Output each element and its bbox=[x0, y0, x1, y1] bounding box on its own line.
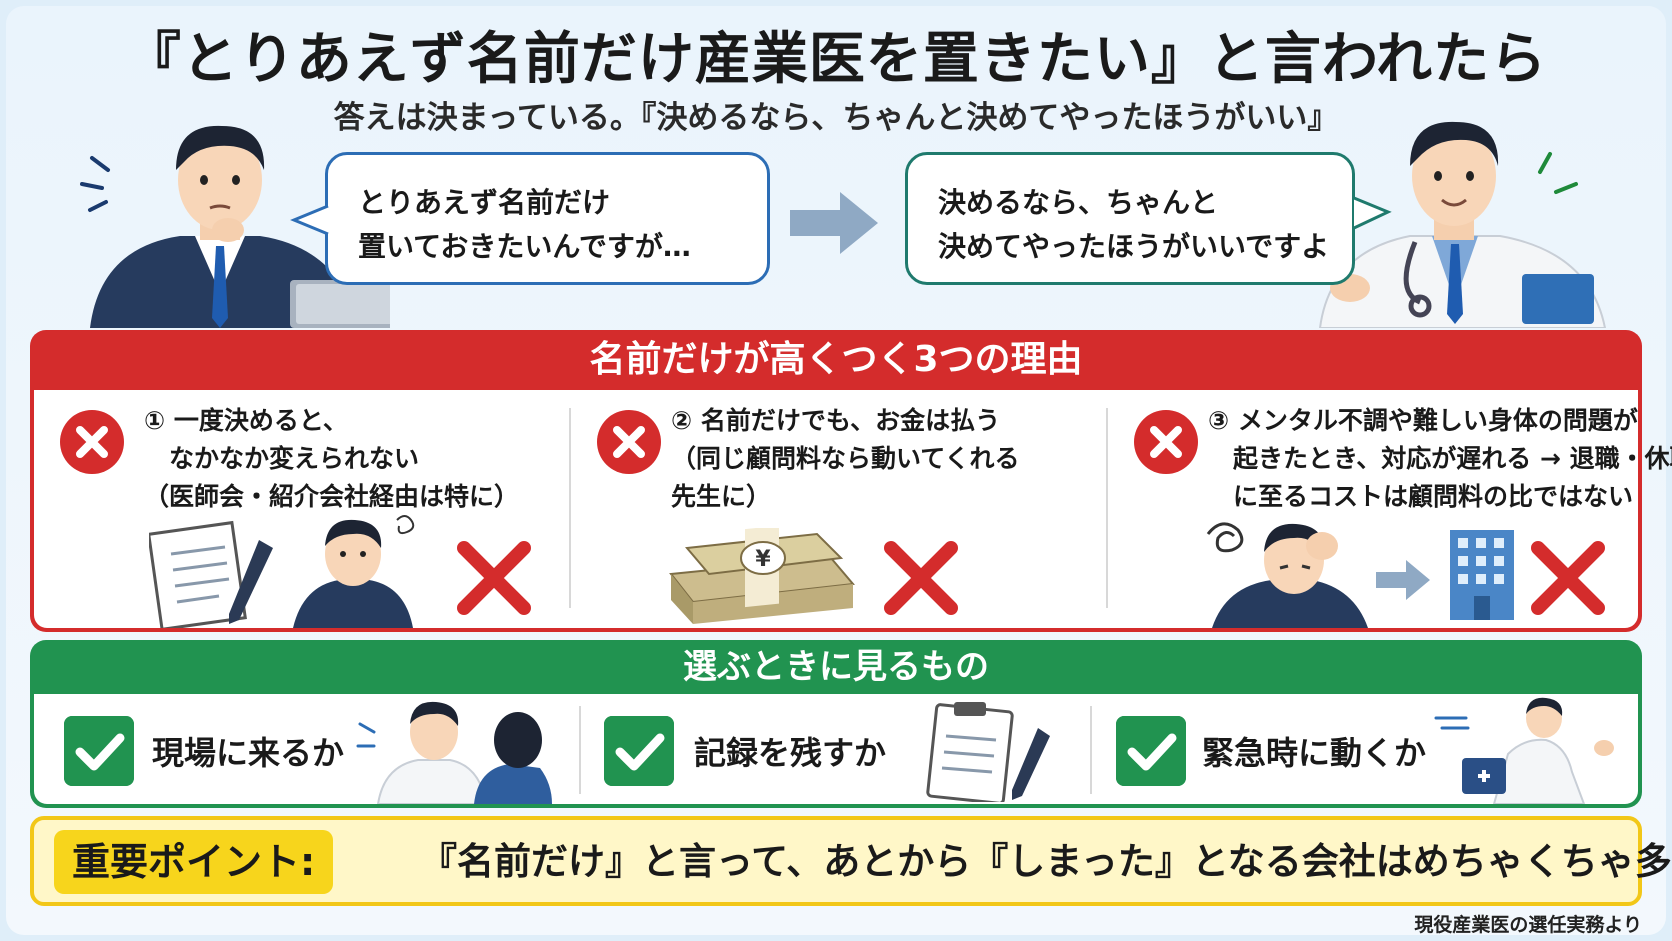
reason-line: なかなか変えられない bbox=[144, 444, 420, 473]
divider bbox=[579, 706, 581, 794]
reason-item-1: ① 一度決めると、 なかなか変えられない （医師会・紹介会社経由は特に） bbox=[34, 390, 569, 628]
divider bbox=[569, 408, 571, 608]
doctor-illustration bbox=[1318, 121, 1607, 328]
key-point-label: 重要ポイント: bbox=[54, 830, 334, 894]
building-icon bbox=[1450, 530, 1514, 620]
reasons-body: ① 一度決めると、 なかなか変えられない （医師会・紹介会社経由は特に） bbox=[34, 390, 1672, 628]
speech-bubble-client: とりあえず名前だけ 置いておきたいんですが… bbox=[325, 152, 770, 285]
document-pen-icon bbox=[149, 520, 273, 628]
x-circle-icon bbox=[597, 410, 661, 474]
key-point-message: 『名前だけ』と言って、あとから『しまった』となる会社はめちゃくちゃ多い bbox=[420, 840, 1672, 883]
criteria-label: 記録を残すか bbox=[694, 734, 887, 772]
reason-line: に至るコストは顧問料の比ではない bbox=[1208, 482, 1634, 511]
checkmark-icon bbox=[604, 716, 674, 786]
arrow-right-icon bbox=[1376, 560, 1430, 600]
reasons-heading: 名前だけが高くつく3つの理由 bbox=[589, 339, 1083, 380]
reason-item-2: ② 名前だけでも、お金は払う （同じ顧問料なら動いてくれる 先生に） ¥ bbox=[571, 390, 1106, 628]
checkmark-icon bbox=[64, 716, 134, 786]
red-x-icon bbox=[884, 541, 958, 615]
source-note: 現役産業医の選任実務より bbox=[1414, 914, 1642, 936]
money-stack-icon: ¥ bbox=[669, 528, 855, 624]
businessman-illustration bbox=[80, 125, 390, 328]
criteria-label: 現場に来るか bbox=[152, 734, 345, 772]
reason-line: ① 一度決めると、 bbox=[144, 406, 348, 435]
page-subtitle: 答えは決まっている。『決めるなら、ちゃんと決めてやったほうがいい』 bbox=[333, 100, 1339, 136]
arrow-right-icon bbox=[790, 192, 878, 254]
divider bbox=[1090, 706, 1092, 794]
speech-line: 置いておきたいんですが… bbox=[358, 230, 691, 263]
worried-man-icon bbox=[293, 515, 415, 628]
speech-line: 決めてやったほうがいいですよ bbox=[938, 230, 1330, 263]
key-point-banner: 重要ポイント: 『名前だけ』と言って、あとから『しまった』となる会社はめちゃくち… bbox=[30, 816, 1672, 906]
red-x-icon bbox=[1531, 541, 1605, 615]
reason-line: ② 名前だけでも、お金は払う bbox=[671, 406, 1001, 435]
x-circle-icon bbox=[60, 410, 124, 474]
doctor-consulting-icon bbox=[356, 701, 552, 804]
yen-symbol: ¥ bbox=[755, 547, 771, 572]
reason-line: ③ メンタル不調や難しい身体の問題が bbox=[1208, 406, 1638, 435]
criteria-label: 緊急時に動くか bbox=[1202, 734, 1427, 772]
speech-line: とりあえず名前だけ bbox=[358, 186, 611, 219]
x-circle-icon bbox=[1134, 410, 1198, 474]
stressed-man-icon bbox=[1206, 522, 1368, 628]
checkmark-icon bbox=[1116, 716, 1186, 786]
reason-line: 起きたとき、対応が遅れる → 退職・休職 bbox=[1208, 444, 1672, 473]
speech-line: 決めるなら、ちゃんと bbox=[938, 186, 1219, 219]
bubble-tail bbox=[290, 204, 329, 236]
divider bbox=[1106, 408, 1108, 608]
page-title: 『とりあえず名前だけ産業医を置きたい』と言われたら bbox=[124, 27, 1548, 92]
reason-line: （同じ顧問料なら動いてくれる bbox=[671, 444, 1020, 473]
speech-bubble-doctor: 決めるなら、ちゃんと 決めてやったほうがいいですよ bbox=[905, 152, 1355, 285]
running-doctor-icon bbox=[1434, 697, 1614, 804]
criteria-panel: 選ぶときに見るもの 現場に来るか 記録を残すか bbox=[30, 640, 1642, 808]
reason-item-3: ③ メンタル不調や難しい身体の問題が 起きたとき、対応が遅れる → 退職・休職 … bbox=[1108, 390, 1672, 628]
reasons-panel: 名前だけが高くつく3つの理由 ① 一度決めると、 なかなか変えられない （医師会… bbox=[30, 330, 1672, 632]
clipboard-pen-icon bbox=[926, 702, 1050, 802]
red-x-icon bbox=[457, 541, 531, 615]
criteria-heading: 選ぶときに見るもの bbox=[683, 647, 989, 687]
bubble-tail bbox=[1353, 196, 1392, 230]
criteria-body: 現場に来るか 記録を残すか 緊急時に動くか bbox=[34, 694, 1638, 804]
reason-line: （医師会・紹介会社経由は特に） bbox=[144, 482, 520, 511]
reason-line: 先生に） bbox=[671, 482, 772, 511]
